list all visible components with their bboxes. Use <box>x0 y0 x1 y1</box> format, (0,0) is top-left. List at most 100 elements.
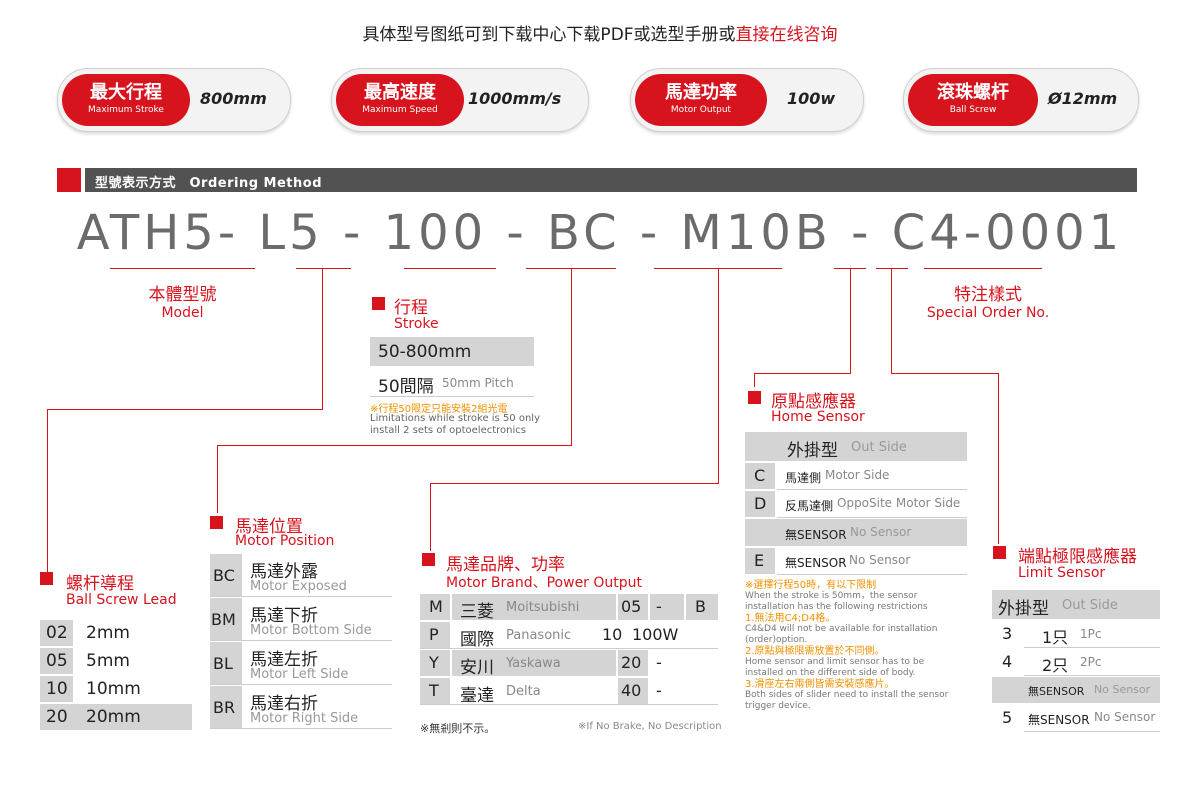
brand-zh: 三菱 <box>460 602 494 622</box>
lead-value: 10mm <box>86 679 141 699</box>
note-line: When the stroke is 50mm，the sensor <box>745 591 918 601</box>
home-row-zh: 反馬達側 <box>785 499 834 513</box>
motorpos-code: BC <box>213 566 235 585</box>
brand-en: Yaskawa <box>506 656 561 671</box>
connector-home <box>754 373 851 374</box>
limit-header-en: Out Side <box>1062 598 1118 613</box>
lead-label-en: Ball Screw Lead <box>66 592 177 608</box>
connector-motorpos <box>217 445 218 513</box>
stroke-pitch-zh: 50間隔 <box>378 377 434 397</box>
underline-brand <box>654 268 782 269</box>
brand-power-code: 05 <box>621 597 642 616</box>
limit-row-zh: 1只 <box>1042 628 1069 647</box>
connector-limit <box>891 373 999 374</box>
note-line: ※選擇行程50時，有以下限制 <box>745 580 877 591</box>
home-row-en: Motor Side <box>825 468 890 482</box>
limit-row-en: 1Pc <box>1080 627 1102 641</box>
home-header: 外掛型 Out Side <box>745 432 967 461</box>
spec-pill-motor-output: 馬達功率 Motor Output 100w <box>630 68 864 132</box>
lead-value: 20mm <box>86 707 141 727</box>
spec-tag: 最高速度 Maximum Speed <box>336 74 464 126</box>
brand-row: T 臺達 Delta 40 - <box>420 678 718 706</box>
spec-tag: 最大行程 Maximum Stroke <box>62 74 190 126</box>
brand-power-code: 10 <box>602 625 623 644</box>
limit-row-en: 2Pc <box>1080 655 1102 669</box>
lead-row: 05 5mm <box>40 648 192 674</box>
spec-tag: 滾珠螺杆 Ball Screw <box>908 74 1038 126</box>
brand-code: Y <box>429 653 439 672</box>
spec-subtitle: Maximum Speed <box>362 105 438 115</box>
spec-value: 100w <box>787 89 836 108</box>
home-label-zh: 原點感應器 <box>771 392 856 412</box>
brand-power: - <box>656 653 662 672</box>
lead-value: 2mm <box>86 623 130 643</box>
home-row-zh: 馬達側 <box>785 471 822 485</box>
brand-brake: B <box>695 597 706 616</box>
underline-stroke <box>404 268 496 269</box>
brand-power-code: 20 <box>621 653 642 672</box>
spec-title: 馬達功率 <box>665 82 737 103</box>
connector-brand <box>718 269 719 483</box>
limit-row: 無SENSOR No Sensor <box>1024 705 1160 732</box>
stroke-range: 50-800mm <box>378 342 472 362</box>
stroke-pitch-en: 50mm Pitch <box>442 376 514 390</box>
limit-row-en: No Sensor <box>1094 710 1156 724</box>
connector-lead <box>47 409 48 573</box>
consult-link[interactable]: 直接在线咨询 <box>735 25 838 45</box>
home-row-en: No Sensor <box>850 525 912 539</box>
note-line: (order)option. <box>745 635 808 645</box>
underline-model <box>110 268 255 269</box>
brand-power: - <box>656 681 662 700</box>
spec-tag: 馬達功率 Motor Output <box>635 74 767 126</box>
spec-pill-max-stroke: 最大行程 Maximum Stroke 800mm <box>57 68 291 132</box>
lead-code: 05 <box>46 651 68 671</box>
spec-title: 最高速度 <box>364 82 436 103</box>
motorpos-code: BR <box>213 698 236 717</box>
spec-subtitle: Ball Screw <box>949 105 997 115</box>
spec-value: 800mm <box>200 89 267 108</box>
limit-row: 2只 2Pc <box>1024 649 1160 676</box>
spec-subtitle: Maximum Stroke <box>88 105 164 115</box>
stroke-range-cell: 50-800mm <box>370 337 534 366</box>
motorpos-row: BL 馬達左折 Motor Left Side <box>210 642 392 685</box>
stroke-note-en: Limitations while stroke is 50 only <box>370 413 540 424</box>
brand-en: Delta <box>506 684 541 699</box>
limit-row-en: No Sensor <box>1094 683 1151 696</box>
motorpos-zh: 馬達外露 <box>250 562 318 582</box>
motorpos-en: Motor Left Side <box>250 667 349 682</box>
underline-motorpos <box>526 268 616 269</box>
connector-limit <box>891 269 892 373</box>
model-code: ATH5- L5 - 100 - BC - M10B - C4-0001 <box>76 205 1124 261</box>
special-label-en: Special Order No. <box>926 305 1050 321</box>
underline-limit <box>876 268 908 269</box>
motorpos-zh: 馬達右折 <box>250 694 318 714</box>
lead-row: 20 20mm <box>40 704 192 730</box>
home-code-cell: E <box>745 548 775 574</box>
limit-code-cell: 5 <box>992 705 1022 731</box>
motorpos-code: BL <box>213 654 233 673</box>
stroke-marker <box>372 297 385 310</box>
motorpos-en: Motor Exposed <box>250 579 347 594</box>
note-line: 2.原點與極限需放置於不同側。 <box>745 646 885 657</box>
home-code: C <box>754 466 766 485</box>
connector-lead <box>322 269 323 409</box>
motorpos-marker <box>210 516 223 529</box>
note-line: 3.滑座左右兩側皆需安裝感應片。 <box>745 679 895 690</box>
brand-power-code: 40 <box>621 681 642 700</box>
home-marker <box>748 391 761 404</box>
brand-code: T <box>429 681 439 700</box>
limit-label-en: Limit Sensor <box>1018 565 1106 581</box>
home-code: D <box>754 494 767 513</box>
limit-header: 外掛型 Out Side <box>992 590 1160 619</box>
motorpos-label-zh: 馬達位置 <box>235 517 303 537</box>
brand-zh: 安川 <box>460 658 494 678</box>
motorpos-row: BR 馬達右折 Motor Right Side <box>210 686 392 729</box>
limit-code: 3 <box>1002 624 1013 643</box>
connector-motorpos <box>217 445 572 446</box>
brand-power: - <box>656 597 662 616</box>
underline-lead <box>296 268 351 269</box>
note-line: installation has the following restricti… <box>745 602 928 612</box>
limit-row-none: 無SENSOR No Sensor <box>992 677 1160 703</box>
spec-pill-max-speed: 最高速度 Maximum Speed 1000mm/s <box>331 68 589 132</box>
home-row-zh: 無SENSOR <box>785 528 847 542</box>
